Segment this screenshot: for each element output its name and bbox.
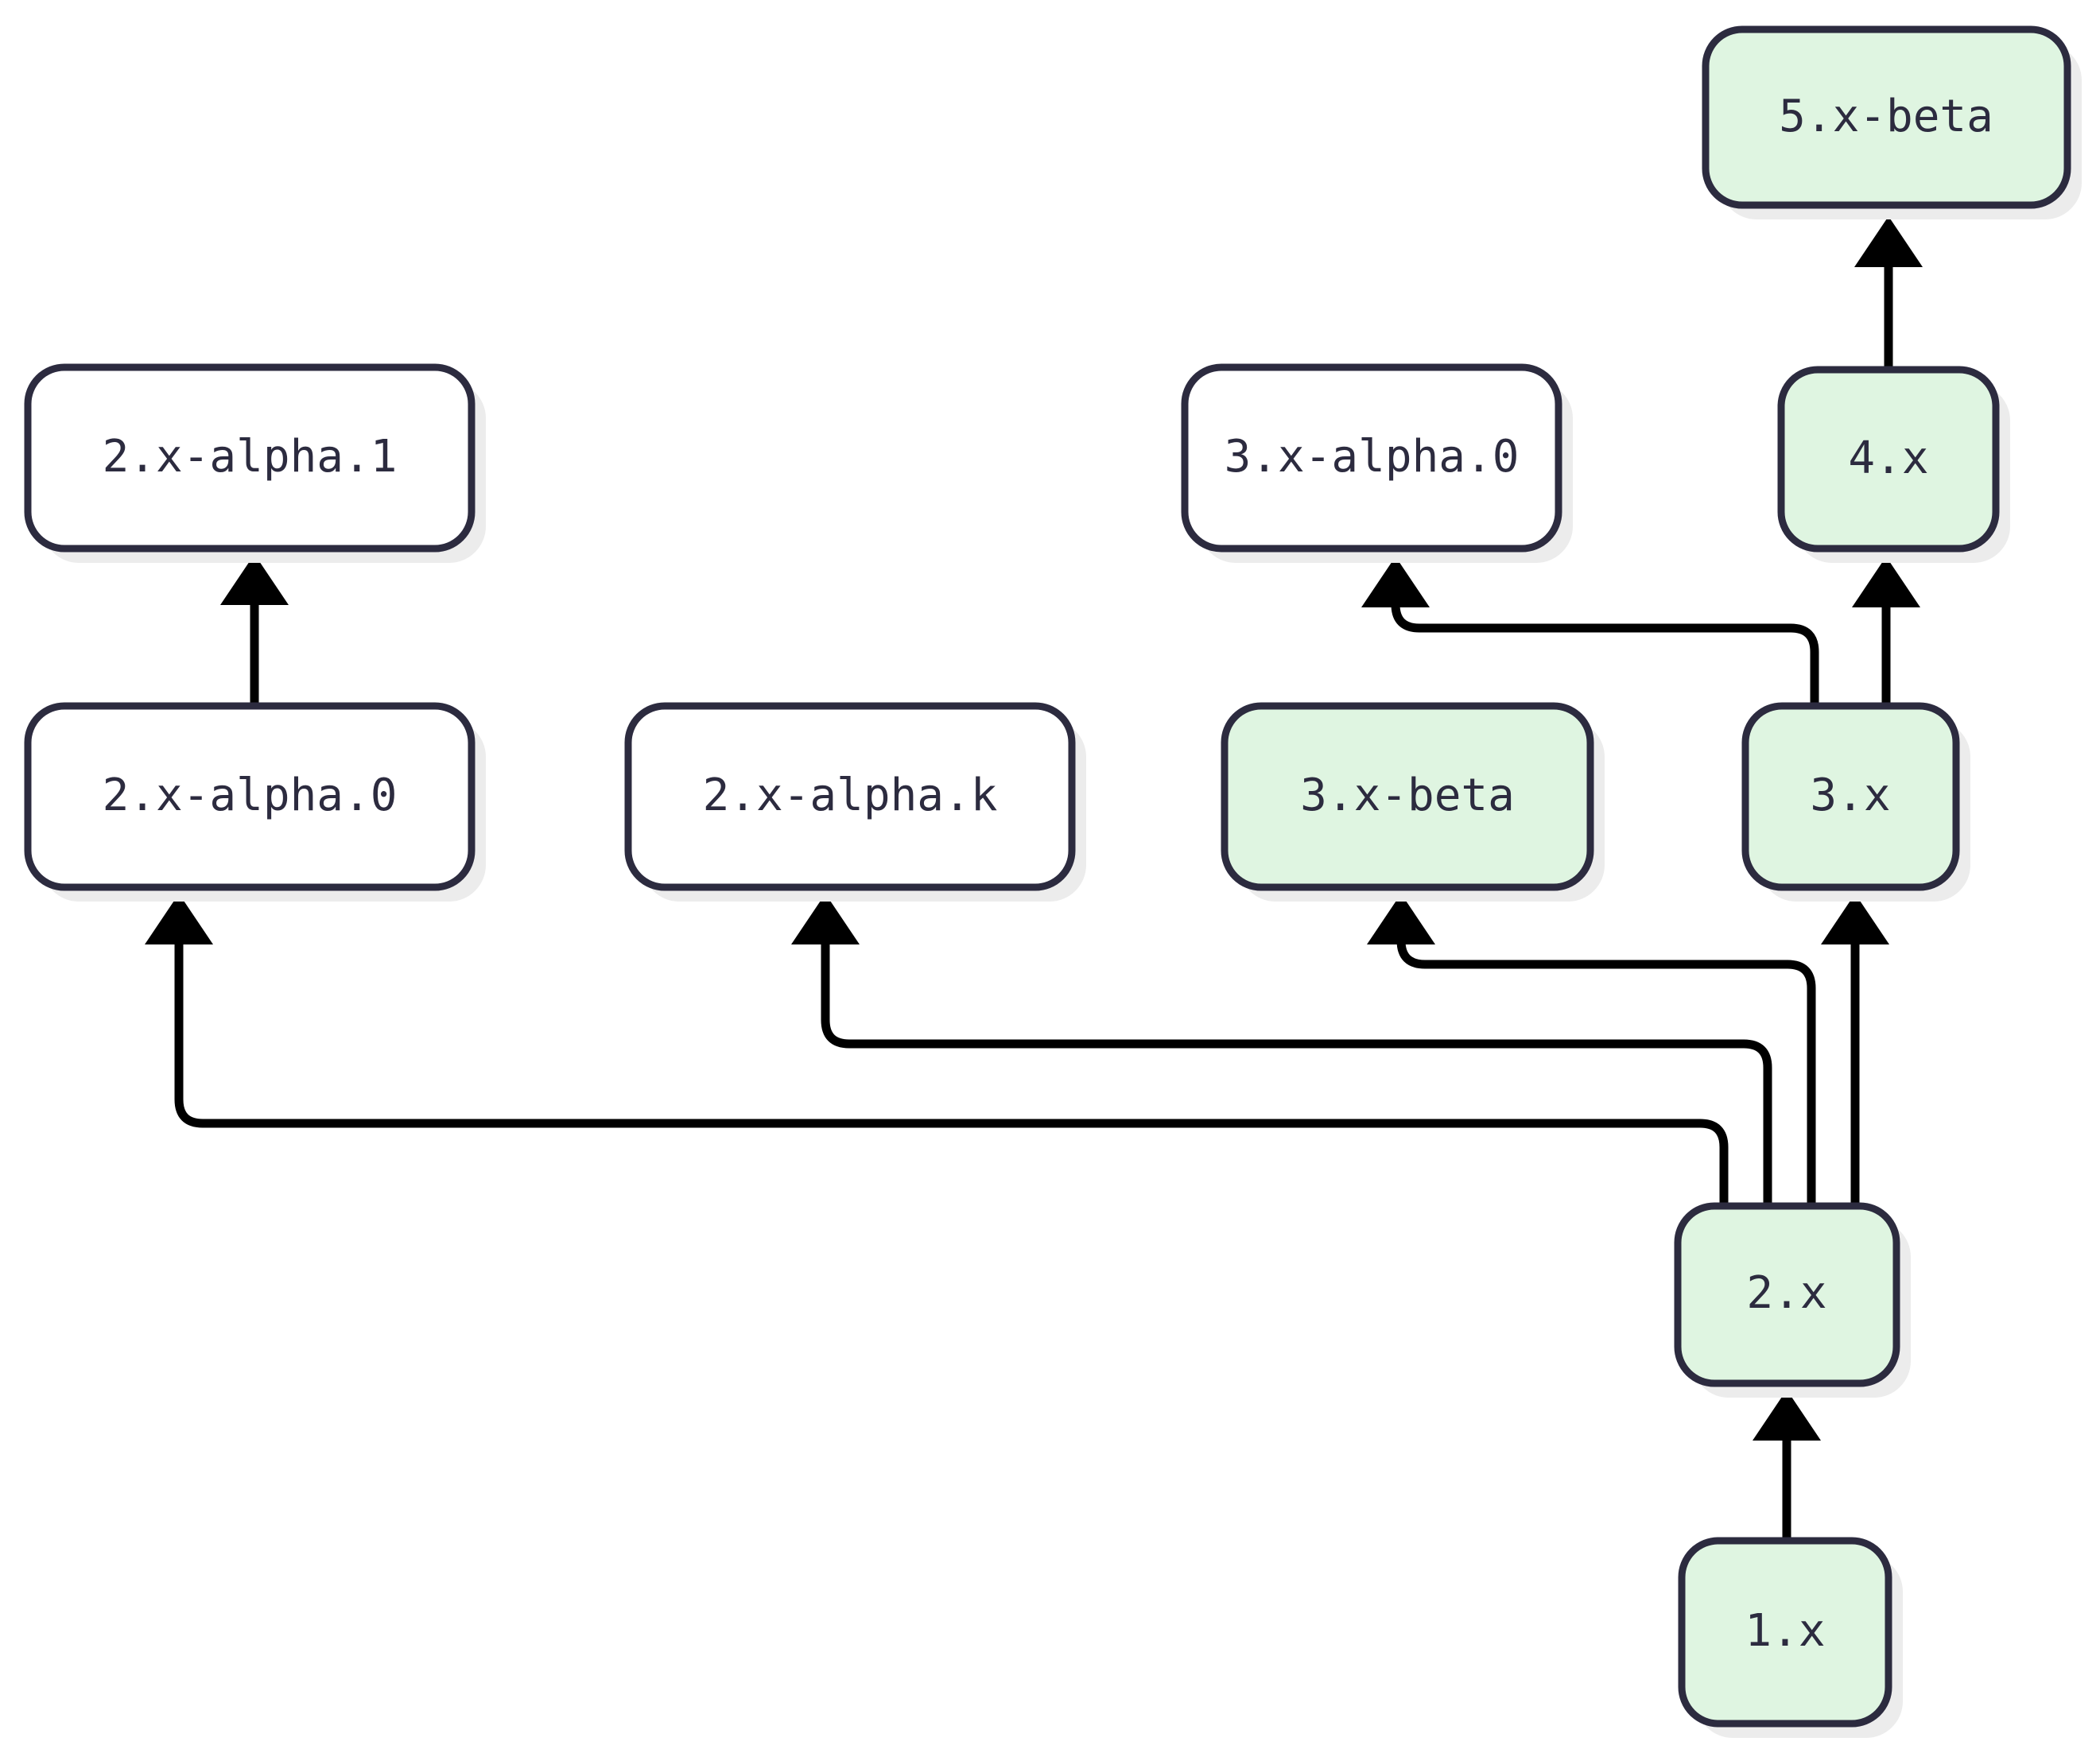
node-3x[interactable]: 3.x [1741,702,1960,891]
node-label-5x-beta: 5.x-beta [1779,91,1993,142]
node-label-3x-beta: 3.x-beta [1300,770,1515,821]
edge-2x-to-2xalphak [791,894,1772,1206]
edge-2x-to-2xalpha0 [145,894,1729,1206]
edge-2x-to-3xbeta [1367,894,1816,1206]
node-5x-beta[interactable]: 5.x-beta [1702,25,2071,209]
node-4x[interactable]: 4.x [1777,366,2000,553]
node-2x[interactable]: 2.x [1674,1202,1900,1387]
edge-3x-to-3xalpha0 [1361,557,1819,706]
node-label-4x: 4.x [1848,432,1928,484]
node-label-2x-alpha-0: 2.x-alpha.0 [103,770,398,821]
edge-4x-to-5xbeta [1854,216,1923,370]
node-2x-alpha-1[interactable]: 2.x-alpha.1 [24,363,476,553]
edge-2x-to-3x [1821,894,1889,1206]
node-label-1x: 1.x [1745,1605,1825,1657]
node-label-3x: 3.x [1810,770,1890,821]
node-label-2x-alpha-1: 2.x-alpha.1 [103,431,398,483]
node-label-2x: 2.x [1746,1267,1826,1319]
node-3x-alpha-0[interactable]: 3.x-alpha.0 [1181,363,1562,553]
node-layer: 5.x-beta 2.x-alpha.1 3.x-alpha.0 4.x 2.x… [24,25,2071,1728]
node-label-3x-alpha-0: 3.x-alpha.0 [1225,431,1520,483]
edge-3x-to-4x [1852,557,1920,706]
node-1x[interactable]: 1.x [1678,1537,1892,1728]
edge-1x-to-2x [1753,1390,1821,1541]
node-2x-alpha-k[interactable]: 2.x-alpha.k [624,702,1076,891]
edge-2xalpha0-to-2xalpha1 [220,554,289,706]
node-2x-alpha-0[interactable]: 2.x-alpha.0 [24,702,476,891]
node-3x-beta[interactable]: 3.x-beta [1221,702,1594,891]
node-label-2x-alpha-k: 2.x-alpha.k [703,770,998,821]
edge-layer [145,216,1923,1541]
